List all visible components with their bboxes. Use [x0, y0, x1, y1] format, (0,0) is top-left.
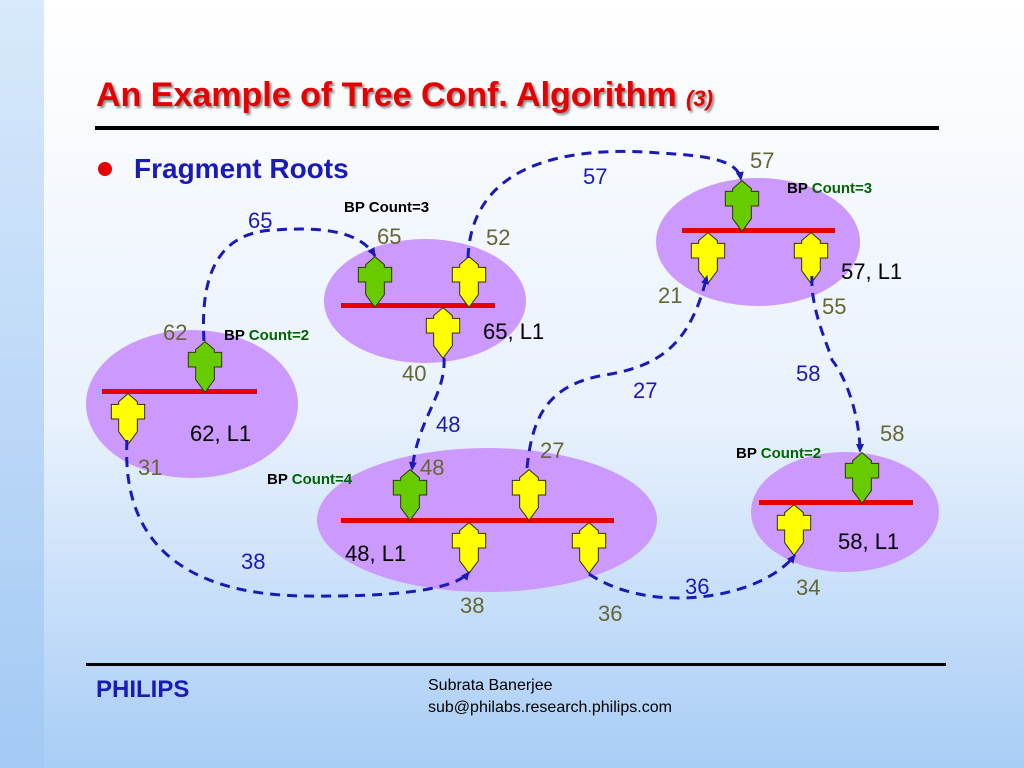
fragment-label-57: 57, L1 — [841, 259, 902, 284]
port-number-36: 36 — [598, 601, 622, 626]
bullet-dot — [98, 162, 112, 176]
root-port-number-58: 58 — [880, 421, 904, 446]
port-number-34: 34 — [796, 575, 820, 600]
title-main: An Example of Tree Conf. Algorithm — [96, 76, 677, 114]
link-label-38: 38 — [241, 549, 265, 574]
fragment-62-bar — [102, 389, 257, 394]
link-arrow-40-48 — [408, 357, 446, 471]
author-info: Subrata Banerjee sub@philabs.research.ph… — [428, 675, 672, 719]
port-number-21: 21 — [658, 283, 682, 308]
fragment-58-bar — [759, 500, 913, 505]
link-arrow-52-57 — [466, 149, 744, 259]
link-arrow-31-38 — [125, 439, 471, 598]
author-name: Subrata Banerjee — [428, 677, 553, 694]
link-label-58: 58 — [796, 361, 820, 386]
fragment-65-bar — [341, 303, 495, 308]
link-label-65: 65 — [248, 208, 272, 233]
link-arrow-62-65 — [201, 227, 377, 342]
fragment-62 — [86, 330, 298, 478]
bp-count-58: BP Count=2 — [736, 445, 821, 462]
bp-count-62: BP Count=2 — [224, 327, 309, 344]
port-number-52: 52 — [486, 225, 510, 250]
port-number-55: 55 — [822, 294, 846, 319]
root-port-number-57: 57 — [750, 148, 774, 173]
link-label-27: 27 — [633, 378, 657, 403]
port-number-38: 38 — [460, 593, 484, 618]
bp-count-48: BP Count=4 — [267, 471, 353, 488]
root-port-number-48: 48 — [420, 455, 444, 480]
bp-count-57: BP Count=3 — [787, 180, 872, 197]
fragment-65 — [324, 239, 526, 363]
port-number-27: 27 — [540, 438, 564, 463]
link-arrow-55-58 — [810, 275, 864, 453]
title-rule — [95, 126, 939, 130]
port-number-31: 31 — [138, 455, 162, 480]
philips-logo: PHILIPS — [96, 676, 190, 703]
footer-rule — [86, 663, 946, 666]
port-number-40: 40 — [402, 361, 426, 386]
left-accent-band — [0, 0, 44, 768]
title-sub: (3) — [686, 86, 713, 111]
link-arrow-27-21 — [525, 275, 709, 469]
link-label-36: 36 — [685, 574, 709, 599]
author-email: sub@philabs.research.philips.com — [428, 699, 672, 716]
fragment-48-bar — [341, 518, 614, 523]
bp-count-65: BP Count=3 — [344, 199, 429, 216]
fragment-57-bar — [682, 228, 835, 233]
bullet-fragment-roots: Fragment Roots — [134, 153, 349, 184]
root-port-number-62: 62 — [163, 320, 187, 345]
root-port-number-65: 65 — [377, 224, 401, 249]
fragment-label-62: 62, L1 — [190, 421, 251, 446]
link-label-57: 57 — [583, 164, 607, 189]
link-label-48: 48 — [436, 412, 460, 437]
fragment-label-58: 58, L1 — [838, 529, 899, 554]
fragment-label-48: 48, L1 — [345, 541, 406, 566]
fragment-label-65: 65, L1 — [483, 319, 544, 344]
slide-title: An Example of Tree Conf. Algorithm (3) — [96, 76, 713, 115]
